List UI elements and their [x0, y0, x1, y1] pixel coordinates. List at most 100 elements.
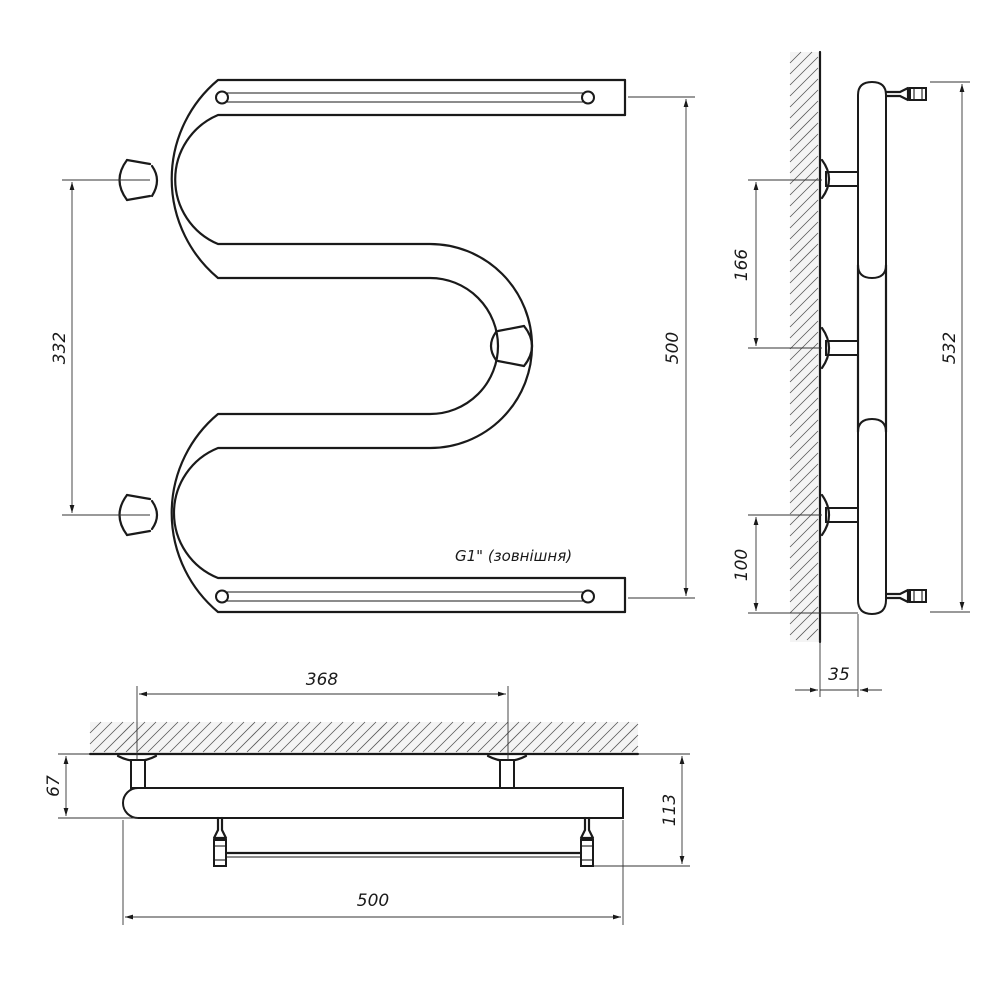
hatch-stroke [378, 721, 410, 753]
tube-inner-contour [172, 113, 627, 580]
hatch-stroke [789, 386, 819, 416]
hatch-stroke [279, 721, 311, 753]
hatch-stroke [246, 721, 278, 753]
hatch-stroke [789, 133, 819, 163]
hatch-stroke [789, 397, 819, 427]
hatch-stroke [789, 595, 819, 625]
hatch-stroke [191, 721, 223, 753]
hatch-stroke [789, 551, 819, 581]
hatch-stroke [789, 276, 819, 306]
top-bracket-right [486, 754, 528, 789]
hatch-stroke [789, 243, 819, 273]
dimension-532: 532 [930, 81, 970, 613]
hatch-stroke [587, 721, 619, 753]
side-bracket-top [820, 158, 859, 200]
hatch-stroke [789, 430, 819, 460]
dim-label-532: 532 [940, 332, 960, 364]
hatch-stroke [789, 78, 819, 108]
dim-label-166: 166 [732, 249, 752, 282]
side-bracket-middle [820, 326, 859, 370]
dimension-67: 67 [44, 753, 138, 819]
hatch-stroke [180, 721, 212, 753]
hatch-stroke [789, 309, 819, 339]
hatch-stroke [213, 721, 245, 753]
hatch-stroke [268, 721, 300, 753]
hatch-stroke [147, 721, 179, 753]
dim-label-113: 113 [660, 794, 680, 826]
side-nipple-bottom [884, 588, 927, 604]
hatch-stroke [789, 606, 819, 636]
hatch-stroke [235, 721, 267, 753]
hatch-stroke [789, 529, 819, 559]
dimension-332: 332 [50, 179, 150, 516]
hatch-stroke [789, 540, 819, 570]
hatch-stroke [631, 745, 639, 753]
dimension-500-width: 500 [122, 820, 624, 925]
hatch-stroke [455, 721, 487, 753]
hatch-stroke [789, 166, 819, 196]
hatch-stroke [334, 721, 366, 753]
hatch-stroke [789, 177, 819, 207]
hatch-stroke [356, 721, 388, 753]
hatch-stroke [789, 562, 819, 592]
top-bracket-left [116, 754, 158, 789]
hatch-stroke [554, 721, 586, 753]
hatch-stroke [789, 155, 819, 185]
hatch-stroke [114, 721, 146, 753]
hatch-stroke [789, 199, 819, 229]
hatch-stroke [789, 265, 819, 295]
dimension-35: 35 [795, 614, 882, 697]
dim-label-100: 100 [732, 549, 752, 581]
hatch-stroke [411, 721, 443, 753]
hatch-stroke [789, 51, 802, 64]
side-tube-upper [857, 80, 887, 280]
hatch-stroke [789, 419, 819, 449]
hatch-stroke [789, 485, 819, 515]
hatch-stroke [789, 100, 819, 130]
hatch-stroke [389, 721, 421, 753]
hatch-stroke [789, 188, 819, 218]
hatch-stroke [789, 463, 819, 493]
hatch-stroke [202, 721, 234, 753]
hatch-stroke [89, 721, 102, 734]
hatch-stroke [312, 721, 344, 753]
hatch-stroke [125, 721, 157, 753]
hatch-stroke [477, 721, 509, 753]
hatch-stroke [466, 721, 498, 753]
hatch-stroke [789, 232, 819, 262]
thread-note: G1" (зовнішня) [455, 547, 572, 565]
hatch-stroke [499, 721, 531, 753]
hatch-stroke [158, 721, 190, 753]
hatch-stroke [103, 721, 135, 753]
hatch-stroke [323, 721, 355, 753]
hatch-stroke [598, 721, 630, 753]
side-bracket-bottom [820, 493, 859, 537]
dim-label-67: 67 [44, 775, 64, 797]
top-nipple-right [579, 816, 595, 867]
side-tube-lower [857, 417, 887, 616]
hatch-stroke [400, 721, 432, 753]
wall-hatching-top [88, 721, 640, 756]
hatch-stroke [789, 441, 819, 471]
hatch-stroke [789, 573, 819, 603]
hatch-stroke [488, 721, 520, 753]
hatch-stroke [789, 254, 819, 284]
top-nipple-left [212, 816, 228, 867]
hatch-stroke [789, 474, 819, 504]
hatch-stroke [532, 721, 564, 753]
upper-connection-bar [215, 90, 595, 105]
hatch-stroke [789, 518, 819, 548]
top-view: 368 67 113 500 [44, 670, 690, 925]
hatch-stroke [136, 721, 168, 753]
side-nipple-top [884, 86, 927, 102]
hatch-stroke [789, 122, 819, 152]
hatch-stroke [609, 723, 639, 753]
hatch-stroke [789, 210, 819, 240]
hatch-stroke [789, 51, 813, 75]
hatch-stroke [789, 375, 819, 405]
dim-label-368: 368 [306, 670, 339, 690]
hatch-stroke [510, 721, 542, 753]
dim-label-500-width: 500 [357, 891, 389, 911]
hatch-stroke [789, 584, 819, 614]
hatch-stroke [789, 144, 819, 174]
